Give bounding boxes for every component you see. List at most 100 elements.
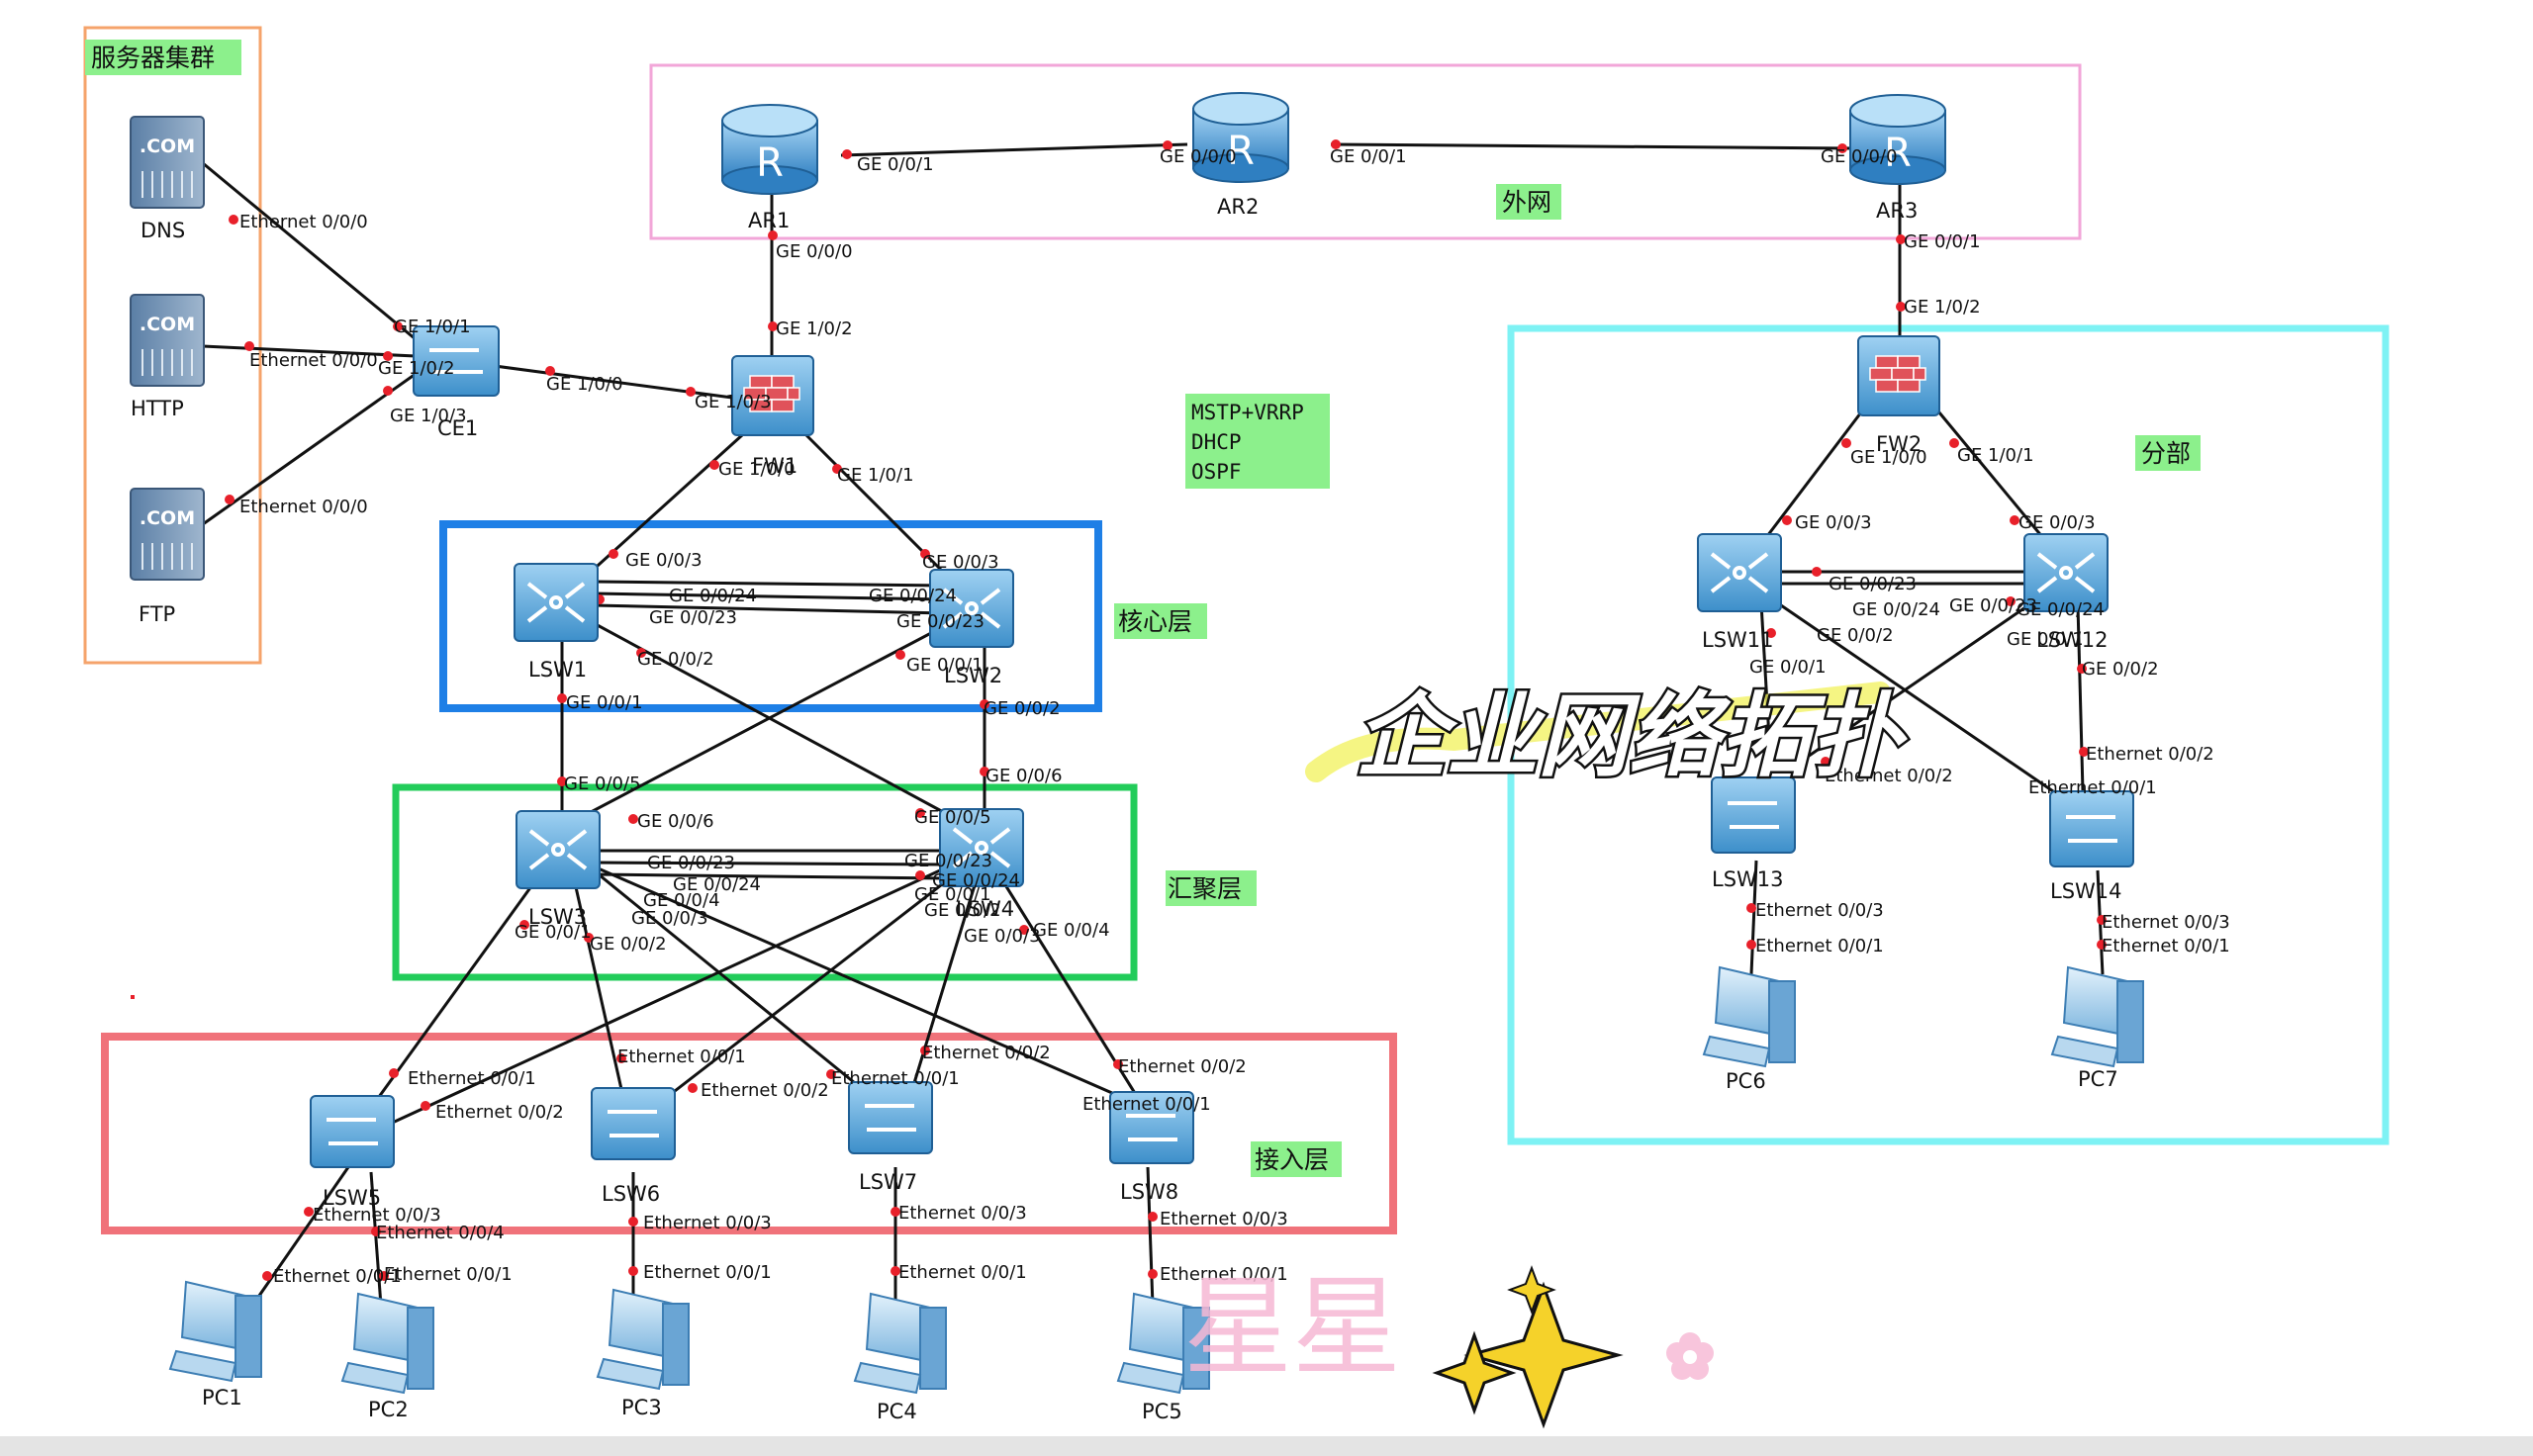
port-label: Ethernet 0/0/1 bbox=[2102, 936, 2230, 956]
port-label: GE 0/0/23 bbox=[1949, 595, 2037, 616]
port-label: Ethernet 0/0/2 bbox=[2086, 744, 2214, 765]
core-tag-bg bbox=[1114, 603, 1207, 639]
access-tag-bg bbox=[1251, 1141, 1342, 1177]
port-label: GE 0/0/5 bbox=[564, 774, 641, 794]
stray-mark bbox=[131, 995, 135, 999]
port-label: GE 0/0/2 bbox=[2082, 659, 2159, 680]
port-label: Ethernet 0/0/1 bbox=[617, 1046, 746, 1067]
lsw13-label: LSW13 bbox=[1712, 867, 1784, 891]
wan-zone-frame bbox=[649, 63, 2082, 240]
pc7-icon[interactable] bbox=[2050, 965, 2144, 1068]
port-label: GE 0/0/1 bbox=[1749, 657, 1827, 678]
lsw5-label: LSW5 bbox=[323, 1186, 381, 1210]
ar2-label: AR2 bbox=[1217, 195, 1259, 219]
port-label: GE 1/0/0 bbox=[718, 459, 796, 480]
lsw5-switch-icon[interactable] bbox=[310, 1095, 395, 1168]
port-label: GE 0/0/2 bbox=[984, 698, 1061, 719]
svg-text:.COM: .COM bbox=[140, 507, 195, 529]
port-label: Ethernet 0/0/1 bbox=[273, 1266, 402, 1287]
lsw2-label: LSW2 bbox=[944, 664, 1002, 687]
lsw4-switch-icon[interactable] bbox=[939, 808, 1024, 887]
ce1-switch-icon[interactable] bbox=[413, 325, 500, 397]
core-zone-frame bbox=[439, 520, 1102, 712]
port-label: Ethernet 0/0/2 bbox=[922, 1043, 1051, 1063]
http-server-icon[interactable]: .COM bbox=[130, 294, 205, 387]
port-label: GE 0/0/1 bbox=[515, 922, 592, 943]
pc2-label: PC2 bbox=[368, 1398, 409, 1421]
lsw8-switch-icon[interactable] bbox=[1109, 1091, 1194, 1164]
fw2-firewall-icon[interactable] bbox=[1857, 335, 1940, 416]
port-label: GE 1/0/0 bbox=[546, 374, 623, 395]
fw1-firewall-icon[interactable] bbox=[731, 355, 814, 436]
lsw3-switch-icon[interactable] bbox=[516, 810, 601, 889]
port-label: GE 1/0/1 bbox=[1957, 445, 2034, 466]
port-label: Ethernet 0/0/1 bbox=[643, 1262, 772, 1283]
port-label: GE 0/0/1 bbox=[857, 154, 934, 175]
port-label: GE 0/0/24 bbox=[2017, 599, 2105, 620]
port-label: Ethernet 0/0/3 bbox=[898, 1203, 1027, 1224]
lsw11-switch-icon[interactable] bbox=[1697, 533, 1782, 612]
dns-server-icon[interactable]: .COM bbox=[130, 116, 205, 209]
wan-zone-label: 外网 bbox=[1502, 188, 1551, 217]
lsw3-label: LSW3 bbox=[528, 905, 587, 929]
port-label: GE 0/0/1 bbox=[2007, 629, 2084, 650]
pc3-icon[interactable] bbox=[596, 1288, 690, 1391]
ftp-label: FTP bbox=[139, 602, 175, 626]
lsw12-label: LSW12 bbox=[2036, 628, 2109, 652]
port-label: GE 0/0/24 bbox=[669, 586, 757, 606]
port-label: GE 0/0/0 bbox=[1160, 146, 1237, 167]
ar2-router-icon[interactable]: R bbox=[1192, 92, 1289, 183]
lsw14-switch-icon[interactable] bbox=[2049, 790, 2134, 867]
svg-text:R: R bbox=[756, 140, 784, 186]
pc1-icon[interactable] bbox=[168, 1280, 262, 1383]
pc6-label: PC6 bbox=[1726, 1069, 1766, 1093]
port-label: GE 0/0/1 bbox=[1904, 231, 1981, 252]
lsw1-switch-icon[interactable] bbox=[514, 563, 599, 642]
pc5-icon[interactable] bbox=[1116, 1292, 1210, 1395]
links bbox=[202, 142, 2105, 1307]
lsw13-switch-icon[interactable] bbox=[1711, 776, 1796, 854]
lsw2-switch-icon[interactable] bbox=[929, 569, 1014, 648]
lsw6-label: LSW6 bbox=[602, 1182, 660, 1206]
pc4-icon[interactable] bbox=[853, 1292, 947, 1395]
lsw12-switch-icon[interactable] bbox=[2023, 533, 2109, 612]
port-label: GE 0/0/3 bbox=[2018, 512, 2096, 533]
dns-label: DNS bbox=[141, 219, 185, 242]
branch-zone-label: 分部 bbox=[2141, 439, 2191, 468]
port-label: GE 0/0/4 bbox=[643, 890, 720, 911]
lsw7-switch-icon[interactable] bbox=[848, 1081, 933, 1154]
port-label: GE 1/0/2 bbox=[378, 358, 455, 379]
port-label: Ethernet 0/0/3 bbox=[1160, 1209, 1288, 1229]
lsw6-switch-icon[interactable] bbox=[591, 1087, 676, 1160]
horizontal-scrollbar[interactable] bbox=[0, 1436, 2533, 1456]
port-label: GE 0/0/23 bbox=[647, 853, 735, 873]
flower-icon bbox=[1666, 1332, 1714, 1380]
port-label: GE 0/0/0 bbox=[1821, 146, 1898, 167]
svg-text:R: R bbox=[1884, 131, 1912, 176]
wan-tag-bg bbox=[1496, 184, 1561, 220]
port-label: Ethernet 0/0/1 bbox=[384, 1264, 513, 1285]
port-label: Ethernet 0/0/3 bbox=[643, 1213, 772, 1233]
lsw4-label: LSW4 bbox=[956, 897, 1014, 921]
ar1-router-icon[interactable]: R bbox=[721, 104, 818, 195]
port-label: Ethernet 0/0/2 bbox=[1825, 766, 1953, 786]
port-label: GE 1/0/2 bbox=[776, 318, 853, 339]
port-label: Ethernet 0/0/3 bbox=[1755, 900, 1884, 921]
port-label: GE 0/0/3 bbox=[964, 926, 1041, 947]
ar3-router-icon[interactable]: R bbox=[1849, 94, 1946, 185]
port-label: GE 1/0/3 bbox=[695, 392, 772, 412]
pc6-icon[interactable] bbox=[1702, 965, 1796, 1068]
pc2-icon[interactable] bbox=[340, 1292, 434, 1395]
port-label: Ethernet 0/0/2 bbox=[435, 1102, 564, 1123]
ftp-server-icon[interactable]: .COM bbox=[130, 488, 205, 581]
access-zone-frame bbox=[101, 1033, 1397, 1234]
port-label: Ethernet 0/0/0 bbox=[249, 350, 378, 371]
device-labels: DNS HTTP FTP CE1 FW1 FW2 AR1 AR2 AR3 LSW… bbox=[131, 195, 2122, 1423]
aggregation-zone-label: 汇聚层 bbox=[1168, 874, 1242, 903]
port-label: GE 0/0/6 bbox=[985, 766, 1063, 786]
port-label: Ethernet 0/0/1 bbox=[831, 1068, 960, 1089]
http-label: HTTP bbox=[131, 397, 184, 420]
watermark-text: 星星 bbox=[1183, 1264, 1401, 1391]
server-zone-label: 服务器集群 bbox=[91, 44, 215, 72]
